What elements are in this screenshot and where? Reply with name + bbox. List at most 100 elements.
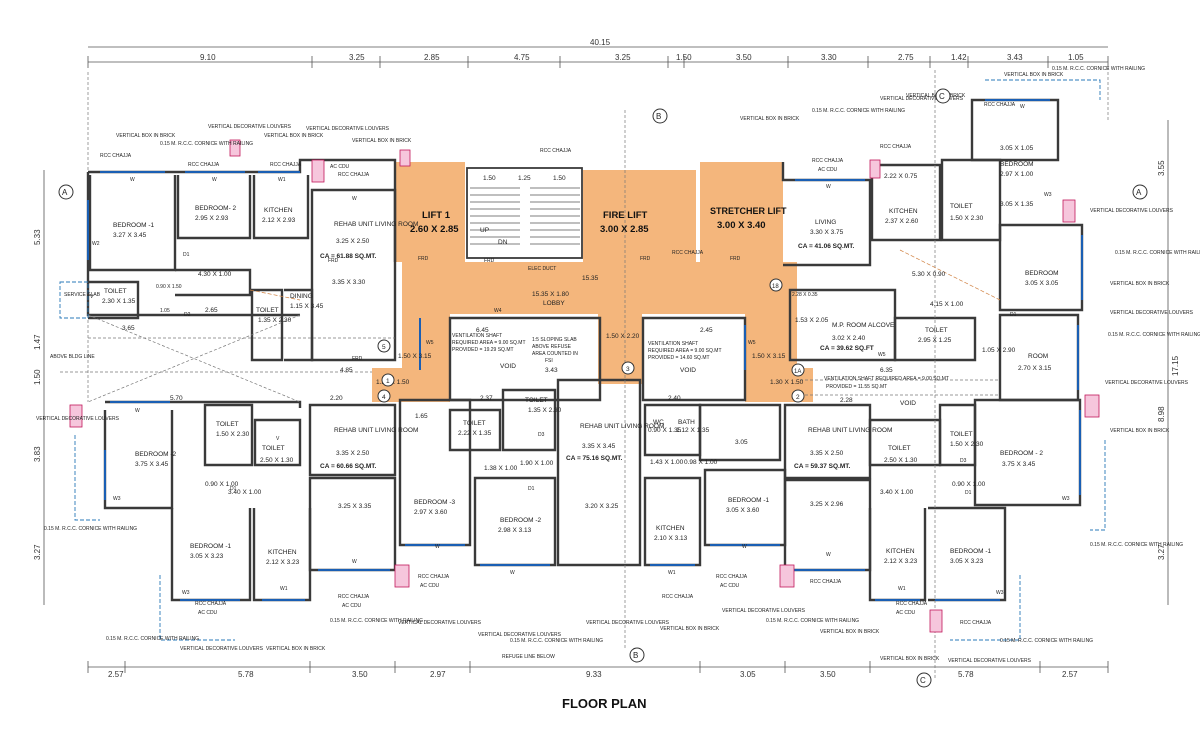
u2-living-name: REHAB UNIT LIVING ROOM xyxy=(334,427,418,434)
u6-bedroom2-name: BEDROOM - 2 xyxy=(1000,450,1043,457)
u6-kitchen-size: 2.12 X 3.23 xyxy=(884,558,918,565)
u4-dim-240: 2.40 xyxy=(668,395,681,402)
u4-dining-size: 3.25 X 2.96 xyxy=(810,501,844,508)
u1-toilet1-name: TOILET xyxy=(104,288,127,295)
dim-343: 3.43 xyxy=(545,367,558,374)
grid-marker-1: 1 xyxy=(381,373,395,387)
svg-text:5: 5 xyxy=(382,344,386,351)
annot-vbox-3: VERTICAL BOX IN BRICK xyxy=(352,138,412,144)
u3-bedroom2-size: 2.98 X 3.13 xyxy=(498,527,532,534)
u3-bedroom3-name: BEDROOM -3 xyxy=(414,499,456,506)
vent-right-3: PROVIDED = 14.60 SQ.MT xyxy=(648,355,710,361)
annot-cornice-5: 0.15 M. R.C.C. CORNICE WITH RAILING xyxy=(766,618,859,624)
u4-bedroom1-name: BEDROOM -1 xyxy=(728,497,770,504)
u3-bedroom2-name: BEDROOM -2 xyxy=(500,517,542,524)
u4-wc-name: WC xyxy=(653,419,664,426)
svg-text:3: 3 xyxy=(626,366,630,373)
bottom-dim-3: 3.50 xyxy=(352,670,368,679)
annot-rcc-chajja-2: RCC CHAJJA xyxy=(188,162,220,168)
u4-p1: 1.43 X 1.00 xyxy=(650,459,684,466)
tag-w-10: W xyxy=(826,184,831,190)
u5-toilet-size: 1.50 X 2.30 xyxy=(950,215,984,222)
tag-d2-1: D2 xyxy=(184,312,191,318)
u2-dining-size: 3.25 X 3.35 xyxy=(338,503,372,510)
unit-5: LIVING 3.30 X 3.75 CA = 41.06 SQ.MT. KIT… xyxy=(792,173,1016,354)
tag-w1-3: W1 xyxy=(668,570,676,576)
u6-room-size: 2.70 X 3.15 xyxy=(1018,365,1052,372)
bottom-dim-6: 3.05 xyxy=(740,670,756,679)
unit-6: 3.05 X 1.05 BEDROOM 2.97 X 1.00 3.05 X 1… xyxy=(880,145,1059,565)
u2-kitchen-name: KITCHEN xyxy=(268,549,297,556)
u1-living-size: 3.25 X 2.50 xyxy=(336,238,370,245)
annot-ac-cdu-7: AC CDU xyxy=(818,167,838,173)
u6-toilet-name: TOILET xyxy=(950,431,973,438)
u4-kitchen-size: 2.10 X 3.13 xyxy=(654,535,688,542)
u6-toilet2-name: TOILET xyxy=(888,445,911,452)
grid-marker-a-right: A xyxy=(1132,184,1148,200)
tag-d1-5: D1 xyxy=(1010,312,1017,318)
u6-bedroom-top2: 3.05 X 1.05 xyxy=(1000,145,1034,152)
annot-rcc-chajja-12: RCC CHAJJA xyxy=(960,620,992,626)
annot-ac-cdu-3: AC CDU xyxy=(342,603,362,609)
void-far-right: VOID xyxy=(900,400,916,407)
opening-tags: W W W1 W2 D1 D2 W FRD FRD V W W3 D1 V W3… xyxy=(90,104,1070,596)
annot-rcc-chajja-3: RCC CHAJJA xyxy=(270,162,302,168)
top-dim-12: 1.05 xyxy=(1068,53,1084,62)
u2-toilet-size: 1.50 X 2.30 xyxy=(216,431,250,438)
annot-rcc-chajja-5: RCC CHAJJA xyxy=(195,601,227,607)
u4-wc-size: 0.90 X 1.35 xyxy=(648,427,682,434)
core-area xyxy=(372,162,813,402)
left-dim-4: 3.83 xyxy=(33,446,42,462)
u5-mp-name: M.P. ROOM ALCOVE xyxy=(832,322,895,329)
u3-carpet-area: CA = 75.16 SQ.MT. xyxy=(566,455,622,462)
stretcher-lift-size: 3.00 X 3.40 xyxy=(717,220,766,231)
annot-louvers-1: VERTICAL DECORATIVE LOUVERS xyxy=(208,124,292,130)
annot-rcc-chajja-16: RCC CHAJJA xyxy=(540,148,572,154)
u2-dim-570: 5.70 xyxy=(170,395,183,402)
u2-dim-220: 2.20 xyxy=(330,395,343,402)
grid-marker-1a: 1A xyxy=(791,363,805,377)
tag-d1-2: D1 xyxy=(230,486,237,492)
top-dim-8: 3.30 xyxy=(821,53,837,62)
u5-living-size: 3.30 X 3.75 xyxy=(810,229,844,236)
top-dim-6: 1.50 xyxy=(676,53,692,62)
bottom-dim-1: 2.57 xyxy=(108,670,124,679)
bottom-dim-8: 5.78 xyxy=(958,670,974,679)
annot-cornice-4: 0.15 M. R.C.C. CORNICE WITH RAILING xyxy=(330,618,423,624)
u4-p2: 0.98 X 1.00 xyxy=(684,459,718,466)
tag-w-11: W xyxy=(1020,104,1025,110)
vent-far-right-1: VENTILATION SHAFT REQUIRED AREA = 9.00 S… xyxy=(824,376,949,382)
u2-passage: 3.40 X 1.00 xyxy=(228,489,262,496)
tag-d1-1: D1 xyxy=(183,252,190,258)
annotations: RCC CHAJJA RCC CHAJJA RCC CHAJJA RCC CHA… xyxy=(36,66,1200,664)
tag-w-2: W xyxy=(212,177,217,183)
annot-vbox-10: VERTICAL BOX IN BRICK xyxy=(1004,72,1064,78)
u4-bedroom1-size: 3.05 X 3.60 xyxy=(726,507,760,514)
u4-living-size: 3.35 X 2.50 xyxy=(810,450,844,457)
dim-245: 2.45 xyxy=(700,327,713,334)
u2-bedroom1-name: BEDROOM -1 xyxy=(190,543,232,550)
unit-2: BEDROOM -2 3.75 X 3.45 TOILET 1.50 X 2.3… xyxy=(135,395,418,566)
u4-living-name: REHAB UNIT LIVING ROOM xyxy=(808,427,892,434)
u1-d2: 1.05 xyxy=(160,308,170,314)
walls xyxy=(86,98,1084,602)
vent-far-right-2: PROVIDED = 11.55 SQ.MT xyxy=(826,384,887,390)
tag-d3-1: D3 xyxy=(538,432,545,438)
u6-bedroom-top3: 3.05 X 1.35 xyxy=(1000,201,1034,208)
tag-w3-3: W3 xyxy=(996,590,1004,596)
u1-bedroom1-size: 3.27 X 3.45 xyxy=(113,232,147,239)
u3-p2: 1.90 X 1.00 xyxy=(520,460,554,467)
u2-bedroom1-size: 3.05 X 3.23 xyxy=(190,553,224,560)
u2-bedroom2-name: BEDROOM -2 xyxy=(135,451,177,458)
lift1-name: LIFT 1 xyxy=(422,210,451,221)
tag-w1-2: W1 xyxy=(280,586,288,592)
sloping-2: ABOVE REFUSE xyxy=(532,344,572,350)
u1-service-slab: SERVICE SLAB xyxy=(64,292,101,298)
right-dim-4: 3.27 xyxy=(1157,544,1166,560)
annot-louvers-7: VERTICAL DECORATIVE LOUVERS xyxy=(586,620,670,626)
annot-louvers-13: VERTICAL DECORATIVE LOUVERS xyxy=(880,96,964,102)
u5-kitchen-name: KITCHEN xyxy=(889,208,918,215)
stair-dim-3: 1.50 xyxy=(553,175,566,182)
vent-right-1: VENTILATION SHAFT xyxy=(648,341,698,347)
u1-dim-365: 3.65 xyxy=(122,325,135,332)
